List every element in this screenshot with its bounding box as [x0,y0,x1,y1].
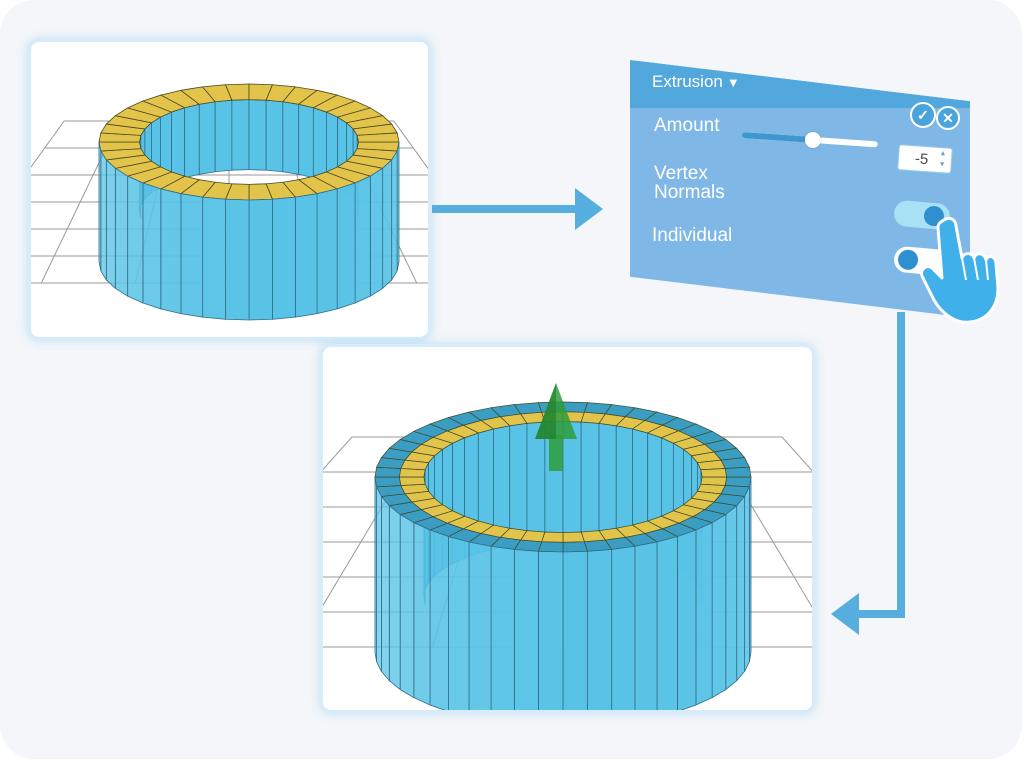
outer-wall-face [677,529,697,710]
amount-slider-thumb[interactable] [804,131,822,149]
outer-wall-face [225,198,250,321]
outer-wall-face [695,522,713,706]
selected-cap-face [356,132,400,143]
inner-wall-face [231,99,250,171]
outer-wall-face [316,188,338,315]
outer-wall-face [611,545,636,710]
inner-wall-face [248,99,267,171]
inner-wall-face [184,103,200,179]
outer-wall-face [587,549,613,710]
vertex-normals-label-line2: Normals [654,182,725,203]
extrusion-panel: Extrusion▼ ✓ ✕ Amount -5 ▲▼ Vertex Norma… [630,60,970,318]
outer-wall-face [376,486,382,672]
cap-face [700,468,727,478]
cap-face [541,531,564,543]
outer-wall-face [388,504,401,691]
inner-wall-face [580,421,600,544]
outer-wall-face [272,196,296,320]
outer-wall-face [105,159,116,290]
cap-face [537,541,564,553]
outer-wall-face [180,193,204,318]
outer-wall-face [513,549,539,710]
outer-wall-face [448,535,470,710]
outer-wall-face [369,167,384,297]
inner-wall-face [509,422,528,547]
cap-face [399,476,426,486]
vertex-normals-label: Vertex Normals [654,164,725,203]
outer-wall-face [374,476,378,662]
stepper-arrows-icon[interactable]: ▲▼ [938,150,947,169]
outer-wall-face [142,182,162,310]
inner-wall-face [598,422,617,547]
outer-wall-face [160,188,182,315]
checkmark-icon[interactable]: ✓ [910,102,936,128]
green-up-arrow-icon[interactable] [535,383,577,471]
cap-face [724,476,752,488]
individual-label: Individual [652,225,733,246]
inner-wall-face [198,101,216,175]
outer-wall-face [490,545,515,710]
outer-wall-face [100,149,107,282]
close-icon[interactable]: ✕ [936,106,960,130]
outer-wall-face [336,182,356,310]
outer-wall-face [468,541,492,710]
inner-wall-face [298,103,314,179]
outer-wall-face [634,541,658,710]
pointing-hand-icon [920,216,1000,324]
grid-line [393,120,428,170]
outer-wall-face [413,522,431,706]
viewport-after[interactable] [323,347,812,710]
panel-title-label: Extrusion [652,72,723,91]
outer-wall-face [294,193,318,318]
cap-face [724,466,752,478]
outer-wall-face [248,198,273,321]
outer-wall-face [538,550,564,710]
outer-wall-face [744,486,750,672]
cap-face [374,466,402,478]
outer-wall-face [391,149,398,282]
vertex-normals-label-line1: Vertex [654,163,708,184]
outer-wall-face [127,175,144,304]
amount-slider[interactable] [741,131,878,149]
cap-face [562,401,589,413]
outer-wall-face [202,196,226,320]
outer-wall-face [114,167,129,297]
triangle-down-icon[interactable]: ▼ [726,75,740,90]
inner-wall-face [562,421,582,543]
ring-after-mesh [323,383,812,710]
outer-wall-face [736,495,745,682]
inner-wall-face [265,99,284,173]
amount-input[interactable]: -5 ▲▼ [897,144,953,174]
cap-face [562,531,585,543]
outer-wall-face [399,513,415,699]
inner-wall-face [312,107,327,183]
cap-face [374,476,402,488]
amount-value: -5 [914,150,929,169]
inner-wall-face [282,101,300,175]
amount-label: Amount [654,115,720,136]
outer-wall-face [562,550,588,710]
outer-wall-face [382,159,393,290]
outer-wall-face [354,175,371,304]
outer-wall-face [656,535,678,710]
inner-wall-face [214,99,233,173]
toggle-knob [897,248,919,271]
inner-wall-face [526,421,546,544]
panel-title[interactable]: Extrusion▼ [652,72,740,92]
grid-line [31,120,65,168]
amount-slider-fill [741,132,813,143]
inner-wall-face [171,107,186,183]
ring-before-mesh [31,83,428,321]
outer-wall-face [711,513,727,699]
outer-wall-face [381,495,390,682]
outer-wall-face [429,529,449,710]
outer-wall-face [725,504,738,691]
cap-face [562,541,589,553]
outer-wall-face [98,141,102,272]
viewport-before[interactable] [31,42,428,337]
